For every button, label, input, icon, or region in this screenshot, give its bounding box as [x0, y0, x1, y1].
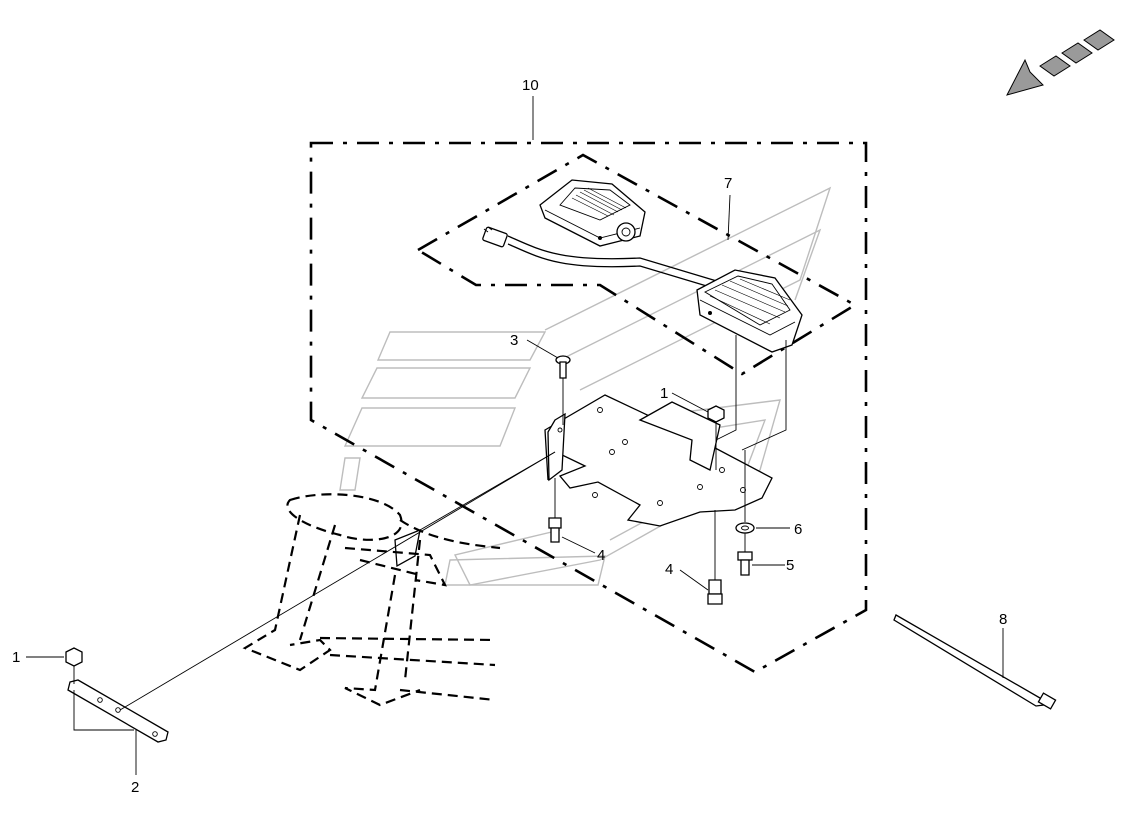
leader-lines	[26, 96, 1004, 775]
work-light-lower	[696, 269, 803, 451]
callout-1-left: 1	[12, 649, 20, 666]
callout-3: 3	[510, 332, 518, 349]
callout-labels: 10 7 3 1 6 5 4 4 8 1 2	[12, 77, 1007, 796]
light-kit-boundary	[415, 153, 858, 376]
callout-8: 8	[999, 611, 1007, 628]
screw-3	[555, 355, 571, 425]
assembly-boundary	[309, 141, 868, 674]
work-light-upper	[539, 179, 646, 247]
bolt-4-low	[707, 510, 723, 605]
callout-6: 6	[794, 521, 802, 538]
watermark-logo	[339, 186, 832, 586]
callout-2: 2	[131, 779, 139, 796]
direction-arrow-icon	[1006, 29, 1115, 96]
mounting-bracket	[544, 394, 773, 527]
callout-5: 5	[786, 557, 794, 574]
lamp-cable	[482, 226, 721, 291]
callout-7: 7	[724, 175, 732, 192]
callout-4-low: 4	[665, 561, 673, 578]
nut-1-left	[65, 647, 83, 684]
tractor-frame-phantom	[242, 493, 501, 707]
nut-1-top	[707, 405, 725, 470]
callout-10: 10	[522, 77, 539, 94]
callout-1-top: 1	[660, 385, 668, 402]
cable-tie-8	[893, 614, 1057, 710]
bolt-5	[737, 533, 753, 576]
strap-bracket-2	[67, 679, 169, 743]
bolt-4-mid	[548, 478, 562, 543]
callout-4-mid: 4	[597, 547, 605, 564]
